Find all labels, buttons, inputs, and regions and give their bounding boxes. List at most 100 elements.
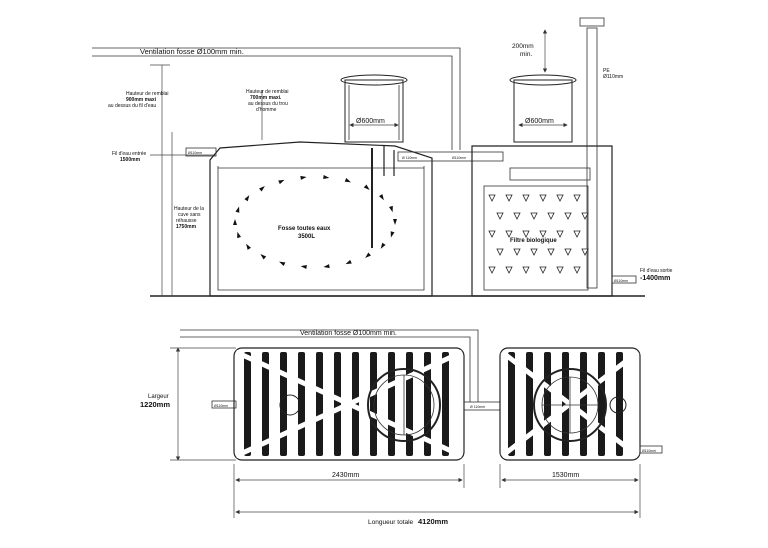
flow-arrow-icon [259,186,265,192]
fosse-tank-plan: Ø110mm [211,347,465,461]
plan-view: Ventilation fosse Ø100mm min. Largeur 12… [140,329,663,526]
flow-arrow-icon [496,212,504,220]
plan-outlet-label: Ø110mm [642,449,656,453]
filter-tank-section: Ø600mm 200mm min. PE Ø110mm Filtre biolo… [471,17,674,297]
plan-ventilation-label: Ventilation fosse Ø100mm min. [300,330,397,337]
link-pipe-label-2: Ø110mm [452,156,466,160]
left-dimensions [150,64,263,296]
filter-manhole-plan [533,368,607,442]
flow-arrow-icon [235,206,240,213]
flow-arrow-icon [581,248,589,256]
fosse-label: Fosse toutes eaux 3500L [278,226,332,240]
flow-arrow-icon [505,194,513,202]
plan-inlet-label: Ø110mm [214,404,228,408]
largeur-label: Largeur 1220mm [140,394,170,409]
flow-arrow-icon [244,195,250,202]
longueur-label: Longueur totale [368,519,414,526]
fosse-inspection-plan [279,394,301,416]
flow-arrow-icon [323,264,330,269]
flow-arrow-icon [365,252,371,258]
fil-entree-label: Fil d'eau entrée 1500mm [112,151,148,163]
flow-arrow-icon [556,230,564,238]
fosse-ribs [234,349,464,459]
flow-arrow-icon [323,175,330,180]
longueur-value: 4120mm [418,517,448,526]
filter-flow-arrows [488,194,589,274]
riser-height-label: 200mm min. [512,43,536,58]
flow-arrow-icon [581,212,589,220]
flow-arrow-icon [380,242,386,249]
filtre-label: Filtre biologique [510,238,557,244]
flow-arrow-icon [390,231,395,238]
fosse-manhole-plan [367,368,441,442]
flow-arrow-icon [522,194,530,202]
link-pipe-label-1: Ø 110mm [402,156,417,160]
cover-left-label: Ø600mm [356,118,385,125]
flow-arrow-icon [573,266,581,274]
pe-label: PE Ø110mm [603,68,623,80]
flow-arrow-icon [260,254,267,260]
filter-tank-plan: Ø110mm [499,347,663,461]
plan-inlet-pipe [211,400,237,409]
flow-arrow-icon [556,266,564,274]
flow-arrow-icon [539,266,547,274]
cover-right-label: Ø600mm [525,118,554,125]
outlet-pipe [611,275,637,284]
plan-link-label: Ø 110mm [470,405,485,409]
flow-arrow-icon [363,184,370,190]
remblai-700-label: Hauteur de remblai 700mm maxi. au dessus… [246,89,290,113]
filter-media [483,185,589,291]
ventilation-label: Ventilation fosse Ø100mm min. [140,47,244,56]
flow-arrow-icon [345,259,352,265]
flow-arrow-icon [488,194,496,202]
fosse-flow-arrows [233,175,397,269]
flow-arrow-icon [300,175,307,180]
outlet-pipe-label: Ø110mm [614,279,628,283]
flow-arrow-icon [488,230,496,238]
dim-fosse-label: 2430mm [332,472,359,479]
remblai-max-label: Hauteur de remblai 900mm maxi au dessus … [108,91,170,109]
flow-arrow-icon [539,194,547,202]
flow-arrow-icon [393,219,397,225]
flow-arrow-icon [233,219,237,225]
section-view: Ventilation fosse Ø100mm min. Hauteur de… [92,17,674,297]
inlet-pipe [185,147,217,157]
flow-arrow-icon [539,230,547,238]
hauteur-cuve-label: Hauteur de la cuve sans réhausse 1750mm [174,206,205,230]
flow-arrow-icon [547,212,555,220]
flow-arrow-icon [278,179,285,185]
flow-arrow-icon [522,266,530,274]
flow-arrow-icon [496,248,504,256]
flow-arrow-icon [513,248,521,256]
flow-arrow-icon [564,212,572,220]
flow-arrow-icon [547,248,555,256]
link-pipe-section: Ø 110mm Ø110mm [397,151,504,162]
dim-filtre-label: 1530mm [552,472,579,479]
ventilation-pipe: Ventilation fosse Ø100mm min. [92,47,461,150]
flow-arrow-icon [530,248,538,256]
plan-outlet-pipe [639,445,663,454]
flow-arrow-icon [522,230,530,238]
flow-arrow-icon [573,230,581,238]
flow-arrow-icon [246,243,252,250]
flow-arrow-icon [488,266,496,274]
vent-cap [579,17,605,27]
fosse-tank-section: Ø600mm Ø110mm Fosse toutes eaux 3500L [185,74,433,297]
inlet-pipe-label: Ø110mm [188,151,202,155]
flow-arrow-icon [388,205,393,213]
flow-arrow-icon [344,178,351,183]
fil-sortie-label: Fil d'eau sortie -1400mm [640,268,674,282]
flow-arrow-icon [300,264,307,269]
flow-arrow-icon [513,212,521,220]
pe-vent-pipe [586,27,598,289]
flow-arrow-icon [378,194,384,201]
fosse-riser [344,79,404,143]
filter-riser [513,79,573,143]
flow-arrow-icon [530,212,538,220]
flow-arrow-icon [279,261,286,266]
flow-arrow-icon [564,248,572,256]
flow-arrow-icon [237,231,242,239]
flow-arrow-icon [556,194,564,202]
